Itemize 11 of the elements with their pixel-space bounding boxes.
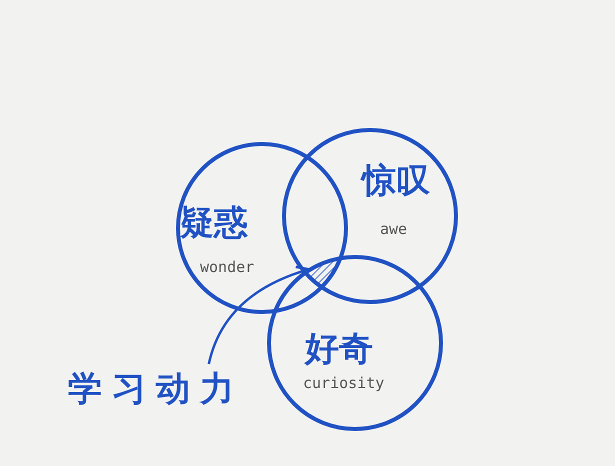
circle bbox=[282, 128, 458, 304]
circle-subtitle: awe bbox=[380, 220, 408, 238]
callout-text: 学习动力 bbox=[68, 366, 244, 412]
circle-subtitle: curiosity bbox=[303, 374, 384, 392]
circle-title: 惊叹 bbox=[362, 160, 430, 203]
leader-line bbox=[208, 266, 310, 364]
circle bbox=[176, 142, 348, 314]
circle-subtitle: wonder bbox=[200, 258, 254, 276]
circle-title: 疑惑 bbox=[180, 202, 248, 245]
circle-title: 好奇 bbox=[305, 328, 373, 371]
circle bbox=[267, 255, 443, 431]
